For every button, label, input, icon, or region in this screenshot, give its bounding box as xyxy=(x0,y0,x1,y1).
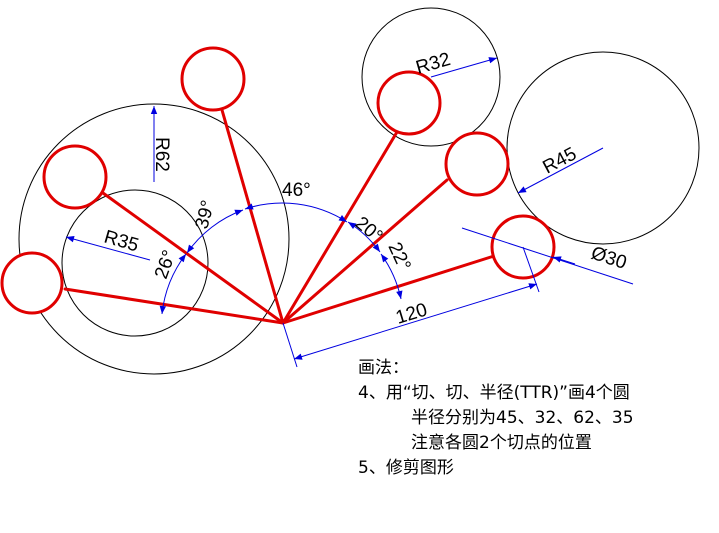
label-r35: R35 xyxy=(102,227,141,257)
label-120: 120 xyxy=(393,299,429,328)
dim-d30-line xyxy=(461,227,634,285)
label-r62: R62 xyxy=(151,137,172,172)
red-circle-3 xyxy=(180,46,246,112)
label-r32: R32 xyxy=(414,49,453,79)
red-line-3 xyxy=(220,108,285,325)
dim-arc-26 xyxy=(159,253,187,315)
red-circle-5 xyxy=(444,131,510,197)
dim-arc-46 xyxy=(244,202,348,223)
dim-r45-line xyxy=(517,147,604,194)
circle-r62 xyxy=(18,103,290,375)
label-d30: Ø30 xyxy=(588,243,629,274)
notes-step-4-radii: 半径分别为45、32、62、35 xyxy=(411,408,634,428)
dim-r32-line xyxy=(430,57,498,78)
red-circle-4 xyxy=(376,70,442,136)
label-r45: R45 xyxy=(539,144,580,179)
notes-step-5: 5、修剪图形 xyxy=(358,458,454,478)
label-angle-39: 39° xyxy=(192,198,220,231)
circle-r32 xyxy=(361,7,501,147)
method-notes: 画法： 4、用“切、切、半径(TTR)”画4个圆 半径分别为45、32、62、3… xyxy=(358,356,698,481)
circle-r45 xyxy=(506,51,700,245)
label-angle-20: 20° xyxy=(351,213,387,248)
dim-120-ext1 xyxy=(282,322,298,368)
notes-heading: 画法： xyxy=(358,358,409,378)
dim-120-line xyxy=(293,283,538,360)
circle-r35 xyxy=(61,189,209,337)
notes-step-4-tangent: 注意各圆2个切点的位置 xyxy=(411,433,592,453)
red-line-2 xyxy=(101,191,285,325)
dim-r35-line xyxy=(65,236,151,261)
red-line-1 xyxy=(63,287,285,325)
dim-arc-39 xyxy=(186,209,244,254)
red-circle-2 xyxy=(42,144,108,210)
label-angle-46: 46° xyxy=(282,180,311,201)
dim-arc-20 xyxy=(347,221,381,253)
notes-step-4: 4、用“切、切、半径(TTR)”画4个圆 xyxy=(358,383,630,403)
dim-d30-arrow xyxy=(552,256,576,265)
red-circle-1 xyxy=(0,251,64,315)
dim-arc-22 xyxy=(380,253,403,300)
label-angle-22: 22° xyxy=(383,239,414,274)
label-angle-26: 26° xyxy=(151,248,181,282)
